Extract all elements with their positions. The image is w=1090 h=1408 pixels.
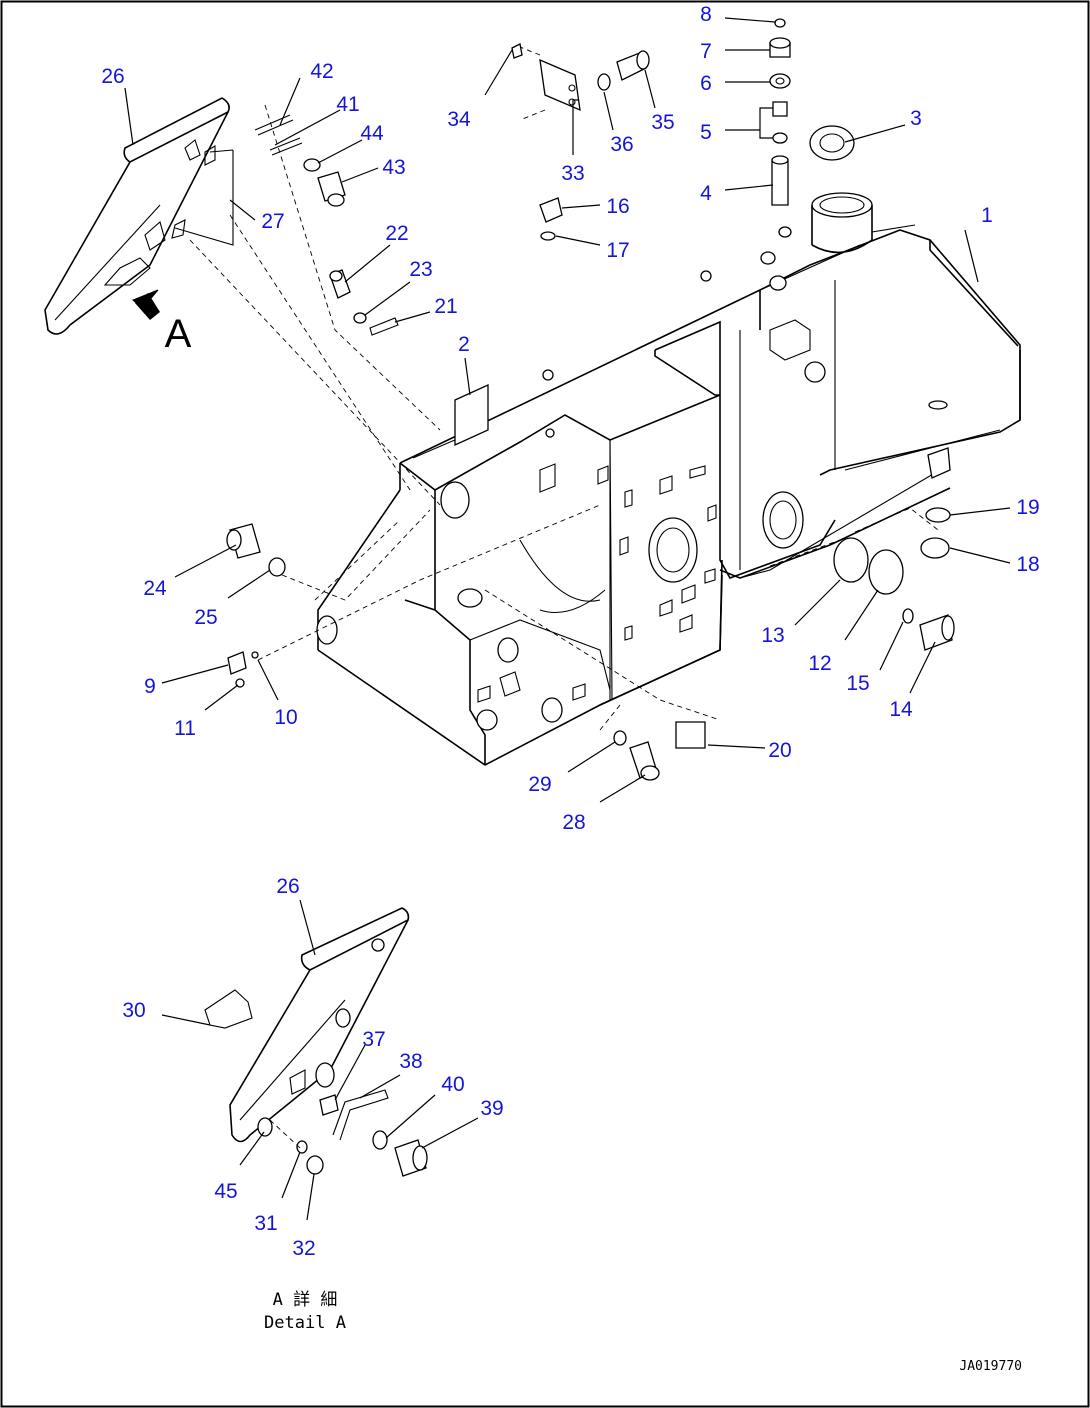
part-number-38: 38 [399, 1050, 422, 1073]
part-number-42: 42 [310, 60, 333, 83]
part-number-14: 14 [889, 698, 913, 721]
detail-a-assembly [204, 907, 428, 1177]
part-number-36: 36 [610, 133, 633, 156]
part-number-31: 31 [254, 1212, 277, 1235]
part-number-18: 18 [1016, 553, 1039, 576]
part-number-24: 24 [143, 577, 167, 600]
part-number-39: 39 [480, 1097, 503, 1120]
assembly-guide-lines [189, 44, 939, 731]
part-number-15: 15 [846, 672, 869, 695]
part-number-35: 35 [651, 111, 674, 134]
part-number-6: 6 [700, 72, 712, 95]
part-number-32: 32 [292, 1237, 315, 1260]
part-number-21: 21 [434, 295, 457, 318]
main-tank-assembly [316, 192, 1021, 766]
drawing-id: JA019770 [959, 1359, 1022, 1374]
part-number-19: 19 [1016, 496, 1039, 519]
part-number-3: 3 [910, 107, 922, 130]
detail-caption-en: Detail A [264, 1313, 346, 1333]
part-number-2: 2 [458, 333, 470, 356]
part-number-26-detail: 26 [276, 875, 299, 898]
fender-assembly-top [44, 97, 234, 335]
part-number-34: 34 [447, 108, 471, 131]
part-number-9: 9 [144, 675, 156, 698]
part-number-29: 29 [528, 773, 551, 796]
small-parts-top [226, 18, 955, 781]
part-number-12: 12 [808, 652, 831, 675]
part-number-26-top: 26 [101, 65, 124, 88]
part-number-25: 25 [194, 606, 217, 629]
part-number-11: 11 [174, 717, 196, 740]
part-number-8: 8 [700, 3, 712, 26]
part-number-1: 1 [981, 204, 993, 227]
detail-caption-jp: A 詳 細 [273, 1290, 338, 1310]
part-number-44: 44 [360, 122, 384, 145]
view-arrow-label: A [165, 312, 192, 356]
part-number-13: 13 [761, 624, 784, 647]
part-number-labels: 1 2 3 4 5 6 7 8 9 10 11 12 13 14 15 16 1… [101, 3, 1039, 1260]
part-number-17: 17 [606, 239, 629, 262]
part-number-4: 4 [700, 182, 712, 205]
part-number-30: 30 [122, 999, 145, 1022]
part-number-16: 16 [606, 195, 629, 218]
part-number-43: 43 [382, 156, 405, 179]
part-number-22: 22 [385, 222, 408, 245]
part-number-23: 23 [409, 258, 432, 281]
leader-lines [124, 17, 1011, 1221]
part-number-33: 33 [561, 162, 584, 185]
part-number-37: 37 [362, 1028, 385, 1051]
part-number-40: 40 [441, 1073, 464, 1096]
part-number-27: 27 [261, 210, 284, 233]
part-number-7: 7 [700, 40, 712, 63]
part-number-20: 20 [768, 739, 791, 762]
part-number-5: 5 [700, 121, 712, 144]
part-number-10: 10 [274, 706, 297, 729]
part-number-28: 28 [562, 811, 585, 834]
part-number-45: 45 [214, 1180, 237, 1203]
part-number-41: 41 [336, 93, 359, 116]
